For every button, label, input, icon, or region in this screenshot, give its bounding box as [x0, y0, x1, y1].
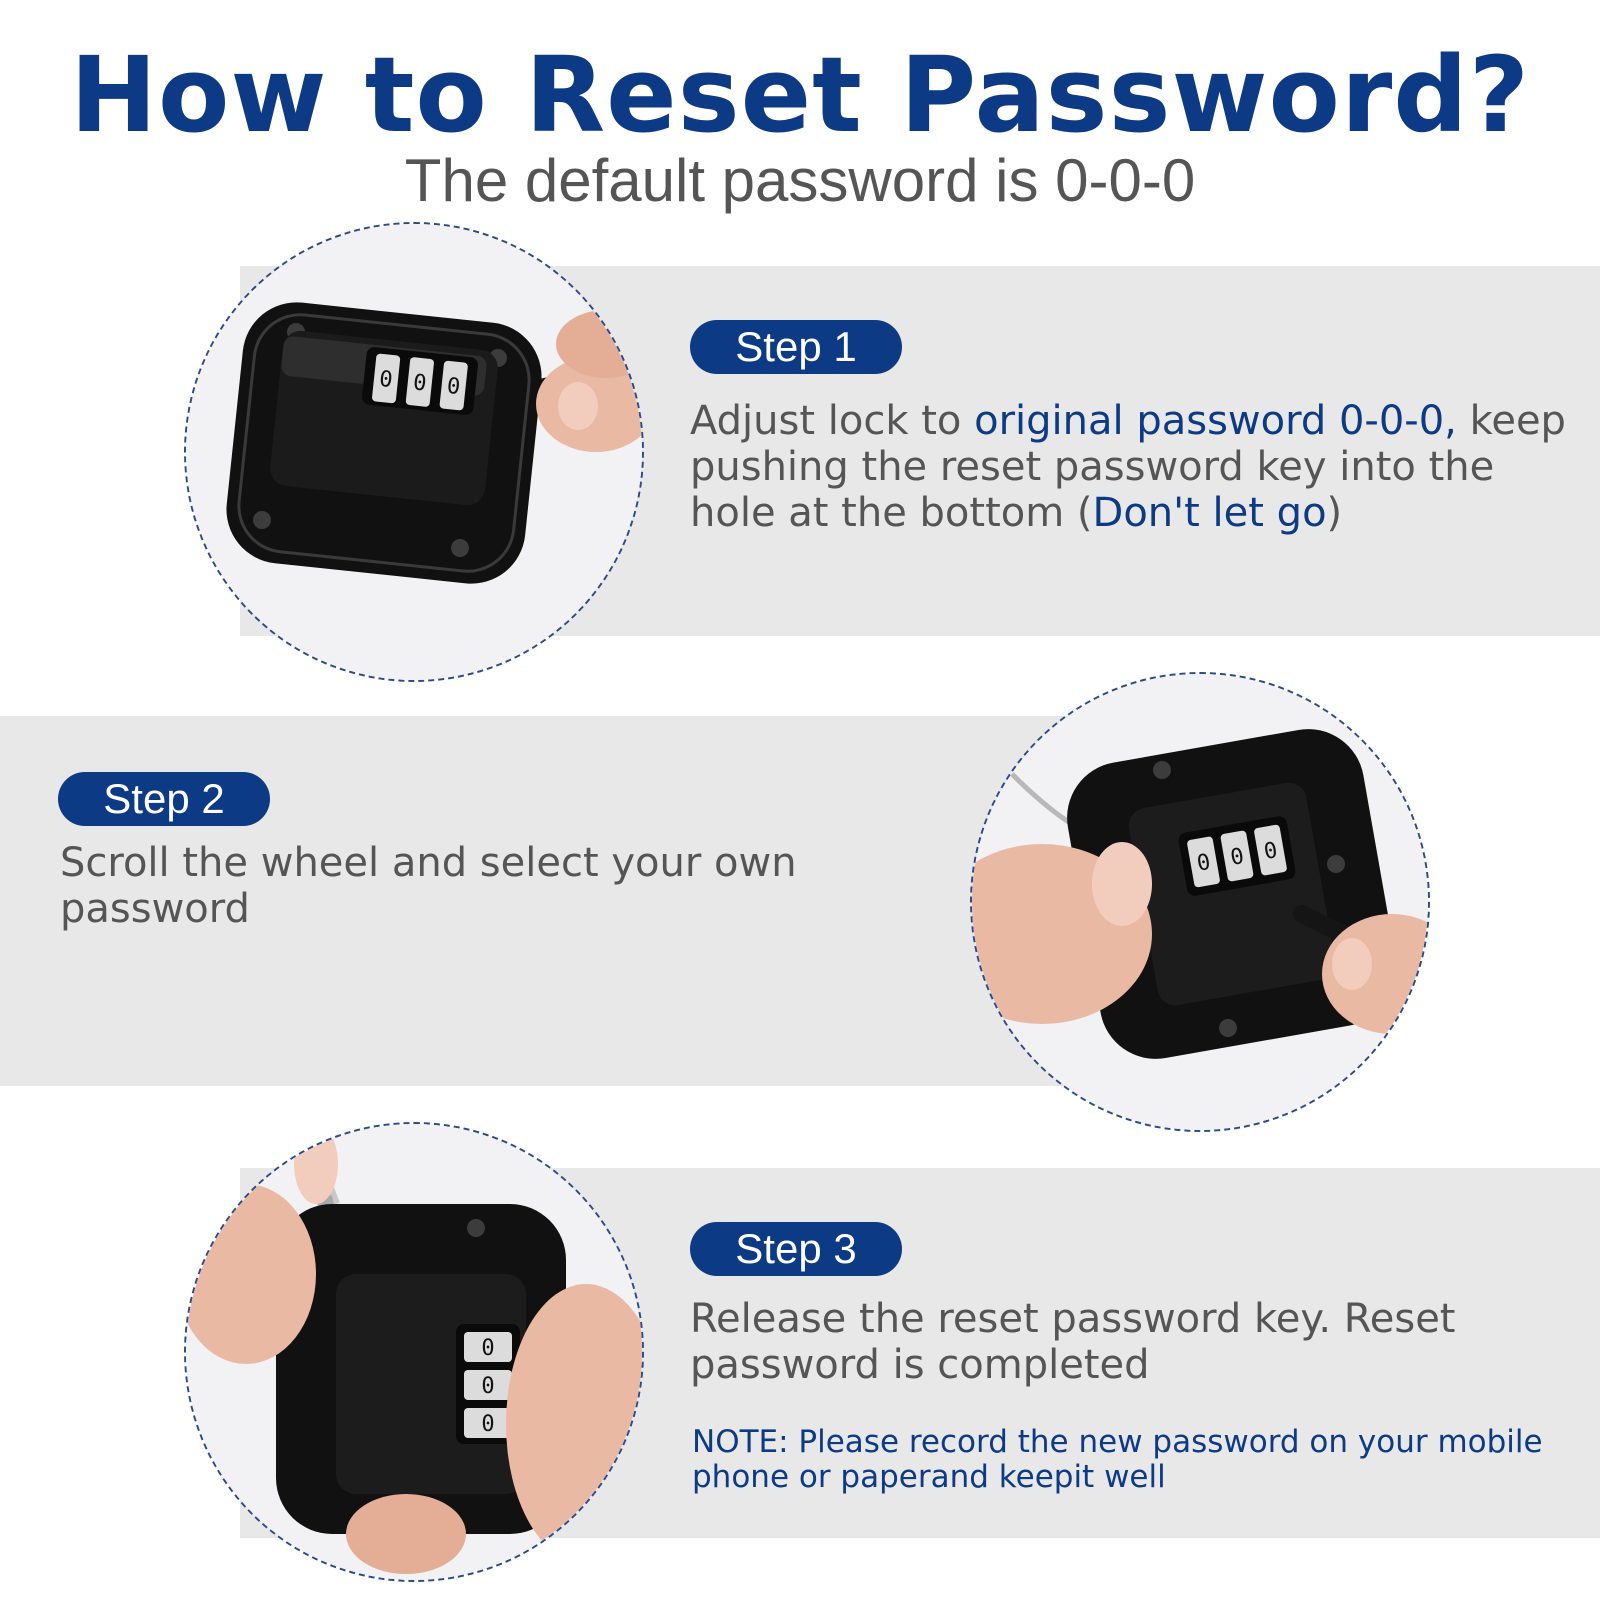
page-subtitle: The default password is 0-0-0 [404, 147, 1196, 214]
dial-digit-3: 0 [1262, 838, 1279, 865]
combination-lock-image: 0 0 0 [972, 674, 1428, 1130]
dial-wheels: 0 0 0 [1187, 824, 1287, 888]
step-1-text-a: Adjust lock to [690, 398, 975, 444]
dial-wheels: 0 0 0 [464, 1332, 512, 1438]
dial-digit-1: 0 [378, 367, 394, 393]
dial-digit-1: 0 [481, 1336, 494, 1361]
step-1-badge: Step 1 [690, 320, 902, 374]
combination-lock-image: 0 0 0 [186, 224, 642, 680]
step-1-description: Adjust lock to original password 0-0-0, … [690, 398, 1590, 536]
step-2-description: Scroll the wheel and select your own pas… [60, 840, 797, 932]
step-1-photo: 0 0 0 [184, 222, 644, 682]
dial-digit-3: 0 [446, 374, 462, 400]
step-3-note: NOTE: Please record the new password on … [692, 1424, 1543, 1495]
step-2-badge: Step 2 [58, 772, 270, 826]
step-1-text-c: ) [1326, 490, 1343, 536]
page-title: How to Reset Password? [69, 34, 1531, 156]
dial-wheels: 0 0 0 [372, 353, 468, 411]
dial-digit-1: 0 [1195, 850, 1212, 877]
step-3-description: Release the reset password key. Reset pa… [690, 1296, 1456, 1388]
dial-digit-2: 0 [1229, 844, 1246, 871]
step-3-badge: Step 3 [690, 1222, 902, 1276]
step-1-highlight-a: original password 0-0-0, [974, 398, 1457, 444]
combination-lock-image: 0 0 0 [186, 1124, 642, 1580]
step-2-photo: 0 0 0 [970, 672, 1430, 1132]
step-1-text-b: keep pushing the reset password key into… [690, 398, 1566, 536]
step-1-highlight-b: Don't let go [1092, 490, 1327, 536]
dial-digit-2: 0 [481, 1374, 494, 1399]
dial-digit-3: 0 [481, 1412, 494, 1437]
step-3-photo: 0 0 0 [184, 1122, 644, 1582]
dial-digit-2: 0 [412, 370, 428, 396]
